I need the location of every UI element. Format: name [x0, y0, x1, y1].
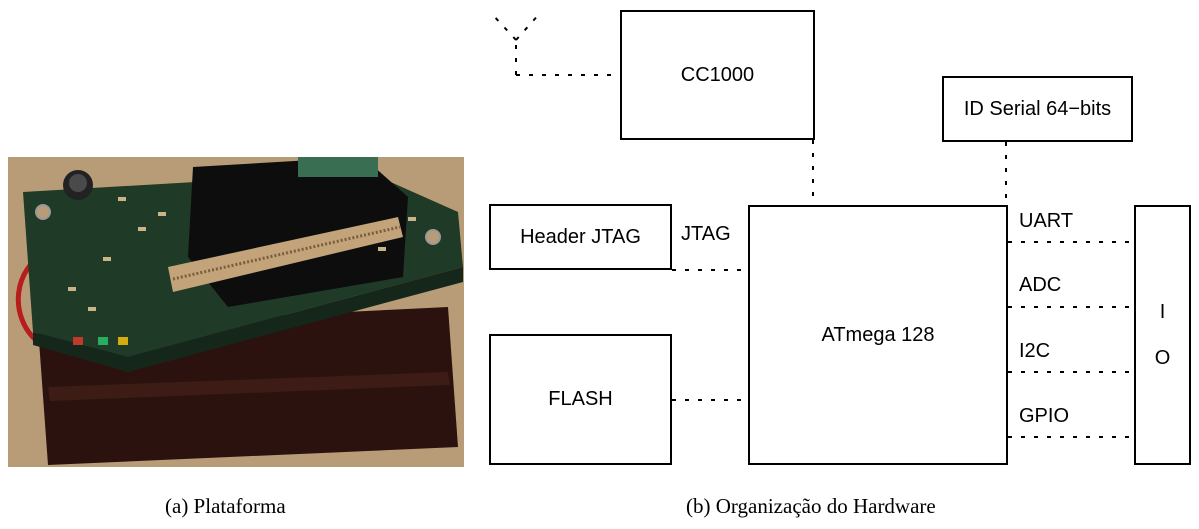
sensor-board-photo: [8, 157, 464, 467]
led-red: [73, 337, 83, 345]
io-block: I O: [1134, 205, 1191, 465]
atmega-block: ATmega 128: [748, 205, 1008, 465]
gpio-label: GPIO: [1019, 405, 1070, 427]
header-jtag-block: Header JTAG: [489, 204, 672, 270]
radio-board: [298, 157, 378, 177]
caption-b: (b) Organização do Hardware: [686, 494, 936, 518]
antenna-line: [491, 13, 517, 41]
mount-hole: [425, 229, 441, 245]
board-connector: [168, 217, 403, 292]
jtag-label: JTAG: [681, 223, 731, 245]
led-yellow: [118, 337, 128, 345]
caption-a: (a) Plataforma: [165, 494, 286, 518]
id-serial-block: ID Serial 64−bits: [942, 76, 1133, 142]
flash-block: FLASH: [489, 334, 672, 465]
adc-label: ADC: [1019, 274, 1062, 296]
io-label-o: O: [1154, 347, 1171, 369]
led-green: [98, 337, 108, 345]
antenna-line: [515, 11, 542, 41]
battery-highlight: [48, 372, 450, 401]
mount-hole: [35, 204, 51, 220]
io-label-i: I: [1159, 301, 1166, 323]
uart-label: UART: [1019, 210, 1074, 232]
i2c-label: I2C: [1019, 340, 1051, 362]
smd-components: [68, 197, 416, 311]
cc1000-block: CC1000: [620, 10, 815, 140]
